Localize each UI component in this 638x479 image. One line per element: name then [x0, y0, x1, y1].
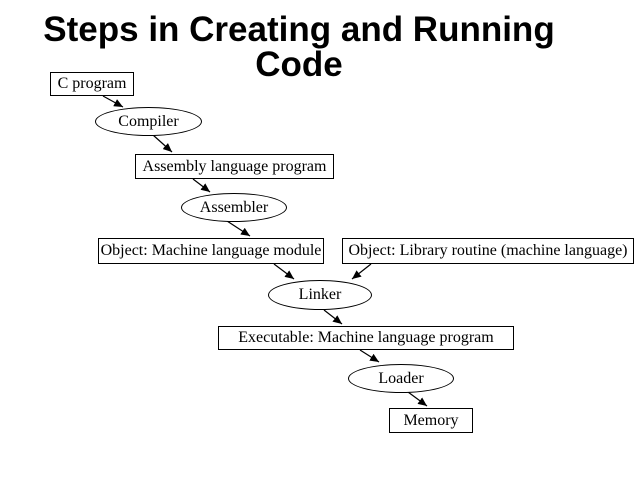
node-object-machine-language-module: Object: Machine language module: [98, 238, 324, 264]
node-compiler: Compiler: [95, 107, 202, 136]
slide-title-line1: Steps in Creating and Running: [43, 10, 555, 49]
node-loader: Loader: [348, 364, 454, 393]
node-c-program: C program: [50, 72, 134, 96]
edge-linker-to-executable: [323, 309, 343, 325]
node-object-library-routine: Object: Library routine (machine languag…: [342, 238, 634, 264]
slide-title: Steps in Creating and Running Code: [0, 12, 598, 82]
slide-title-line2: Code: [255, 45, 343, 84]
node-executable-machine-language-program: Executable: Machine language program: [218, 326, 514, 350]
edge-executable-to-loader: [359, 349, 380, 363]
edge-assembly-to-assembler: [192, 178, 211, 193]
edge-c-program-to-compiler: [102, 95, 124, 108]
edge-loader-to-memory: [407, 391, 428, 407]
edge-assembler-to-object-module: [226, 220, 251, 237]
edge-object-module-to-linker: [273, 263, 295, 280]
node-linker: Linker: [268, 280, 372, 310]
node-memory: Memory: [389, 408, 473, 433]
node-assembler: Assembler: [181, 193, 287, 222]
edge-object-library-to-linker: [351, 263, 372, 280]
edge-compiler-to-assembly: [152, 134, 173, 153]
node-assembly-language-program: Assembly language program: [135, 154, 334, 179]
